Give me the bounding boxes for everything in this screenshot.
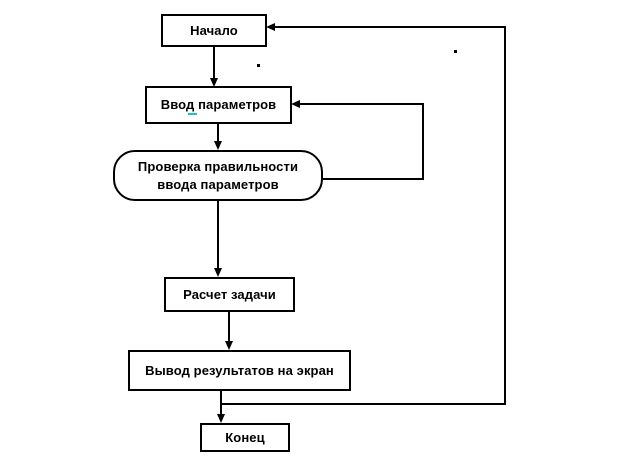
- edge-check-back-to-input: [291, 100, 424, 180]
- node-input-parameters[interactable]: Ввод параметров: [145, 86, 292, 124]
- edge-output-back-to-start: [221, 23, 506, 405]
- node-check-parameters[interactable]: Проверка правильности ввода параметров: [113, 150, 323, 201]
- node-check-parameters-label: Проверка правильности ввода параметров: [137, 158, 299, 192]
- node-calculate-task[interactable]: Расчет задачи: [164, 277, 295, 312]
- node-calculate-task-label: Расчет задачи: [183, 286, 276, 302]
- speck-dot-right: [454, 50, 457, 53]
- edge-check-to-calc: [214, 201, 222, 277]
- node-output-results[interactable]: Вывод результатов на экран: [128, 350, 351, 391]
- node-end-label: Конец: [225, 429, 265, 445]
- node-start-label: Начало: [190, 22, 238, 38]
- node-end[interactable]: Конец: [200, 423, 290, 452]
- edge-start-to-input: [210, 47, 218, 87]
- speck-dot-top: [257, 64, 260, 67]
- speck-cyan-mark: [188, 113, 197, 115]
- edge-input-to-check: [214, 124, 222, 150]
- edge-output-to-end: [217, 391, 225, 423]
- node-input-parameters-label: Ввод параметров: [160, 97, 277, 113]
- node-output-results-label: Вывод результатов на экран: [145, 362, 334, 378]
- edge-calc-to-output: [225, 312, 233, 350]
- node-start[interactable]: Начало: [161, 14, 267, 47]
